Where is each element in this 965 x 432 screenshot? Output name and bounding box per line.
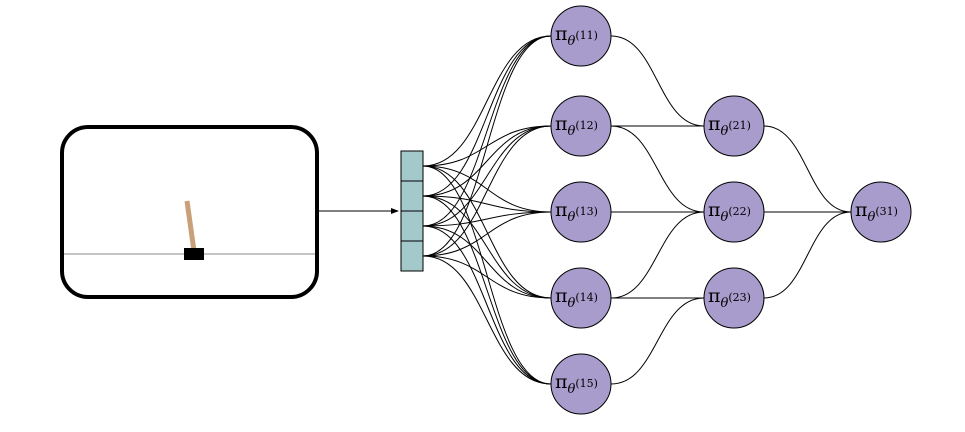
- theta-subscript: θ: [568, 296, 576, 311]
- node-superscript: (13): [575, 205, 598, 218]
- state-cell: [400, 210, 424, 242]
- node-label: πθ(11): [555, 23, 598, 49]
- node-circle: [703, 267, 765, 329]
- state-vector: [400, 150, 424, 272]
- node-circle: [703, 95, 765, 157]
- node-circle: [550, 267, 612, 329]
- node-label: πθ(21): [708, 113, 751, 139]
- nodes-layer: πθ(11)πθ(12)πθ(13)πθ(14)πθ(15)πθ(21)πθ(2…: [550, 5, 912, 415]
- node-label: πθ(12): [555, 113, 598, 139]
- node-circle: [550, 95, 612, 157]
- pi-symbol: π: [708, 113, 721, 135]
- state-cell: [400, 240, 424, 272]
- edge-n15-n23: [610, 297, 705, 385]
- edge-s2-n14: [422, 225, 552, 299]
- edge-s3-n11: [422, 35, 552, 257]
- node-label: πθ(15): [555, 371, 598, 397]
- policy-node-n21: πθ(21): [703, 95, 765, 157]
- pi-symbol: π: [555, 285, 568, 307]
- edge-n23-n31: [763, 211, 852, 299]
- edge-s2-n13: [422, 211, 552, 227]
- edge-n14-n22: [610, 211, 705, 299]
- theta-subscript: θ: [721, 124, 729, 139]
- edge-s1-n15: [422, 195, 552, 385]
- edge-n21-n31: [763, 125, 852, 213]
- node-label: πθ(31): [855, 199, 898, 225]
- node-label: πθ(13): [555, 199, 598, 225]
- edge-n11-n21: [610, 35, 705, 127]
- policy-node-n23: πθ(23): [703, 267, 765, 329]
- theta-subscript: θ: [868, 210, 876, 225]
- node-circle: [550, 353, 612, 415]
- edge-s3-n13: [422, 211, 552, 257]
- pi-symbol: π: [708, 285, 721, 307]
- policy-node-n31: πθ(31): [850, 181, 912, 243]
- policy-node-n13: πθ(13): [550, 181, 612, 243]
- theta-subscript: θ: [568, 382, 576, 397]
- policy-node-n15: πθ(15): [550, 353, 612, 415]
- node-superscript: (11): [575, 29, 598, 42]
- node-circle: [550, 181, 612, 243]
- pi-symbol: π: [855, 199, 868, 221]
- node-superscript: (14): [575, 291, 598, 304]
- theta-subscript: θ: [721, 210, 729, 225]
- pi-symbol: π: [708, 199, 721, 221]
- edge-s1-n12: [422, 125, 552, 197]
- state-cell: [400, 180, 424, 212]
- edge-s1-n13: [422, 195, 552, 213]
- node-superscript: (15): [575, 377, 598, 390]
- node-superscript: (31): [875, 205, 898, 218]
- edge-s3-n15: [422, 255, 552, 385]
- node-circle: [850, 181, 912, 243]
- theta-subscript: θ: [568, 34, 576, 49]
- policy-node-n14: πθ(14): [550, 267, 612, 329]
- cart: [184, 248, 204, 260]
- theta-subscript: θ: [568, 210, 576, 225]
- edge-s3-n12: [422, 125, 552, 257]
- policy-node-n22: πθ(22): [703, 181, 765, 243]
- edge-s0-n15: [422, 165, 552, 385]
- edges-layer: [422, 35, 852, 385]
- edge-s1-n14: [422, 195, 552, 299]
- node-label: πθ(22): [708, 199, 751, 225]
- pi-symbol: π: [555, 23, 568, 45]
- node-superscript: (21): [728, 119, 751, 132]
- pi-symbol: π: [555, 199, 568, 221]
- edge-n12-n22: [610, 125, 705, 213]
- policy-node-n11: πθ(11): [550, 5, 612, 67]
- edge-s0-n14: [422, 165, 552, 299]
- theta-subscript: θ: [721, 296, 729, 311]
- edge-s0-n11: [422, 35, 552, 167]
- node-superscript: (23): [728, 291, 751, 304]
- observation-arrow: [318, 208, 399, 214]
- edge-s0-n13: [422, 165, 552, 213]
- pi-symbol: π: [555, 113, 568, 135]
- edge-s1-n11: [422, 35, 552, 197]
- policy-node-n12: πθ(12): [550, 95, 612, 157]
- state-cell: [400, 150, 424, 182]
- environment-screen: [60, 125, 319, 299]
- node-circle: [703, 181, 765, 243]
- pole: [184, 200, 197, 252]
- edge-s3-n14: [422, 255, 552, 299]
- edge-s2-n11: [422, 35, 552, 227]
- arrow-head: [391, 208, 399, 214]
- node-superscript: (22): [728, 205, 751, 218]
- pi-symbol: π: [555, 371, 568, 393]
- node-superscript: (12): [575, 119, 598, 132]
- edge-s2-n12: [422, 125, 552, 227]
- edge-s2-n15: [422, 225, 552, 385]
- node-label: πθ(14): [555, 285, 598, 311]
- node-circle: [550, 5, 612, 67]
- node-label: πθ(23): [708, 285, 751, 311]
- theta-subscript: θ: [568, 124, 576, 139]
